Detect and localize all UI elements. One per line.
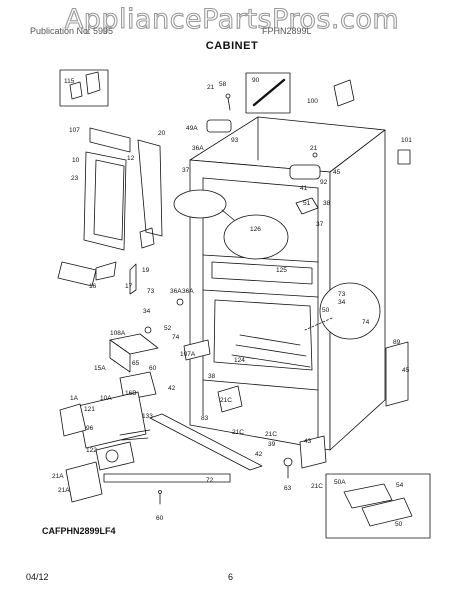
part-label: 89 xyxy=(393,339,401,346)
part-label: 42 xyxy=(168,385,176,392)
inset-54-50 xyxy=(325,473,431,539)
part-label: 12 xyxy=(127,155,135,162)
part-label: 23 xyxy=(71,175,79,182)
part-label: 90 xyxy=(252,77,260,84)
part-label: 50A xyxy=(334,479,346,486)
part-label: 60 xyxy=(156,515,164,522)
part-label: 17 xyxy=(125,283,133,290)
part-label: 21A xyxy=(58,487,70,494)
part-label: 107A xyxy=(180,351,196,358)
part-label: 34 xyxy=(143,308,151,315)
part-label: 19 xyxy=(142,267,150,274)
part-label: 83 xyxy=(201,415,209,422)
detail-callouts xyxy=(173,189,381,340)
part-label: 37 xyxy=(316,221,324,228)
part-89-bracket xyxy=(385,341,409,407)
part-label: 42 xyxy=(255,451,263,458)
part-label: 115 xyxy=(64,78,75,85)
section-title: CABINET xyxy=(205,40,259,52)
part-label: 108A xyxy=(110,330,126,337)
part-label: 10A xyxy=(100,395,112,402)
part-labels: 115 58 90 21 100 107 20 49A 93 36A 101 1… xyxy=(52,77,412,528)
part-label: 60 xyxy=(149,365,157,372)
part-label: 10 xyxy=(72,157,80,164)
part-label: 41 xyxy=(300,185,308,192)
part-label: 21A xyxy=(52,473,64,480)
part-label: 34 xyxy=(338,299,346,306)
part-label: 20 xyxy=(158,130,166,137)
part-label: 21 xyxy=(310,145,318,152)
part-label: 36A xyxy=(170,288,182,295)
part-label: 73 xyxy=(338,291,346,298)
part-label: 122 xyxy=(86,447,97,454)
part-115 xyxy=(59,69,109,107)
part-label: 107 xyxy=(69,127,80,134)
part-label: 51 xyxy=(303,200,311,207)
part-label: 21C xyxy=(220,397,232,404)
diagram-code: CAFPHN2899LF4 xyxy=(42,526,116,536)
part-label: 45 xyxy=(402,367,410,374)
part-label: 16B xyxy=(125,390,137,397)
part-label: 21 xyxy=(207,84,215,91)
part-label: 73 xyxy=(147,288,155,295)
part-label: 36A xyxy=(192,145,204,152)
part-label: 92 xyxy=(320,179,328,186)
part-label: 74 xyxy=(362,319,370,326)
part-label: 52 xyxy=(164,325,172,332)
part-label: 50 xyxy=(322,307,330,314)
hinge-parts xyxy=(206,79,411,215)
part-label: 21C xyxy=(265,431,277,438)
part-label: 72 xyxy=(206,477,214,484)
part-label: 58 xyxy=(219,81,227,88)
part-label: 93 xyxy=(231,137,239,144)
part-label: 63 xyxy=(284,485,292,492)
part-label: 37 xyxy=(182,167,190,174)
part-label: 65 xyxy=(132,360,140,367)
part-label: 125 xyxy=(276,267,287,274)
part-label: 100 xyxy=(307,98,318,105)
part-label: 101 xyxy=(401,137,412,144)
part-label: 133 xyxy=(142,413,153,420)
part-label: 36A xyxy=(182,288,194,295)
part-label: 45 xyxy=(333,169,341,176)
part-label: 54 xyxy=(396,482,404,489)
part-label: 74 xyxy=(172,334,180,341)
part-label: 39 xyxy=(268,441,276,448)
footer-date: 04/12 xyxy=(26,572,49,582)
part-label: 38 xyxy=(208,373,216,380)
part-label: 21C xyxy=(311,483,323,490)
part-label: 15A xyxy=(94,365,106,372)
watermark-text: AppliancePartsPros.com xyxy=(64,3,400,35)
part-label: 96 xyxy=(86,425,94,432)
part-90-rod xyxy=(245,72,291,114)
part-label: 126 xyxy=(250,226,261,233)
part-label: 38 xyxy=(323,200,331,207)
part-label: 124 xyxy=(234,357,245,364)
part-label: 49A xyxy=(186,125,198,132)
header-model: FPHN2899L xyxy=(262,26,312,36)
left-duct-assembly xyxy=(57,127,163,295)
header-publication: Publication No: 5995 xyxy=(30,26,114,36)
part-label: 50 xyxy=(395,521,403,528)
footer-page-number: 6 xyxy=(228,572,234,582)
machine-compartment-parts xyxy=(59,298,327,505)
part-label: 1A xyxy=(70,395,79,402)
part-label: 21C xyxy=(232,429,244,436)
part-label: 43 xyxy=(304,438,312,445)
part-label: 121 xyxy=(84,406,95,413)
part-label: 16 xyxy=(89,283,97,290)
